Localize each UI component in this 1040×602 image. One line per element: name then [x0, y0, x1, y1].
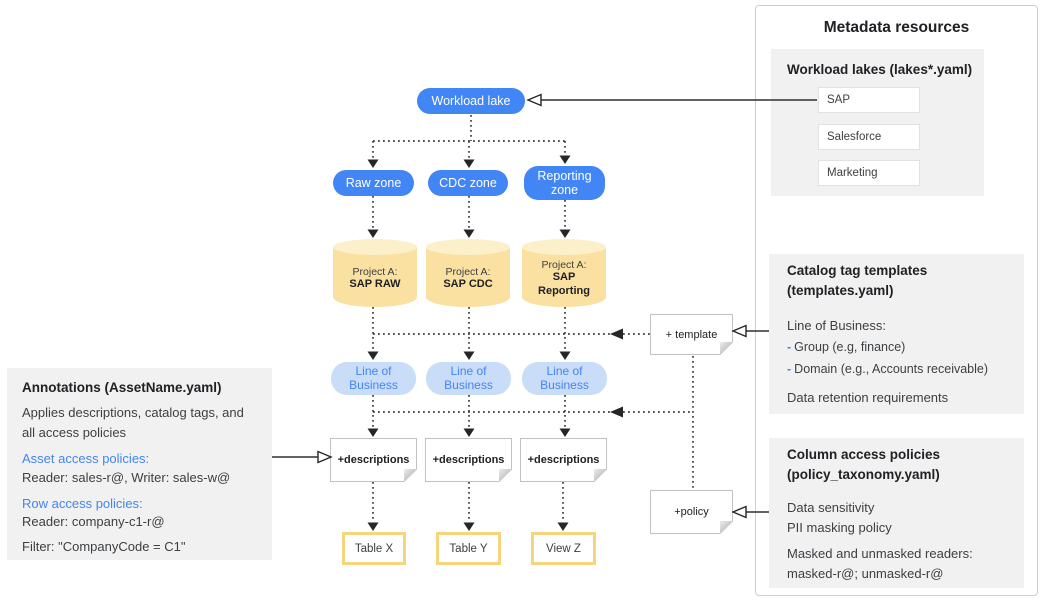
descriptions-label: +descriptions: [432, 454, 505, 466]
lake-item-salesforce: Salesforce: [818, 124, 920, 150]
bullet-dash: -: [787, 362, 792, 376]
lob-bullet-domain-text: Domain (e.g., Accounts receivable): [794, 362, 989, 376]
cylinder-body: [426, 247, 510, 307]
filter-value: Filter: "CompanyCode = C1": [22, 539, 186, 554]
cylinder-body: [522, 247, 606, 307]
table-x-node: Table X: [342, 532, 406, 565]
cylinder-top: [522, 239, 606, 255]
project-prefix: Project A:: [541, 259, 587, 272]
annotations-title: Annotations (AssetName.yaml): [22, 380, 222, 395]
annotations-description-line2: all access policies: [22, 425, 127, 440]
policy-note: +policy: [650, 490, 733, 534]
masked-readers-heading: Masked and unmasked readers:: [787, 546, 973, 561]
template-note: + template: [650, 314, 733, 355]
asset-access-policies-heading: Asset access policies:: [22, 451, 150, 466]
lob-bullet-domain: -Domain (e.g., Accounts receivable): [787, 362, 988, 376]
masked-readers-value: masked-r@; unmasked-r@: [787, 566, 944, 581]
lake-item-sap: SAP: [818, 87, 920, 113]
metadata-resources-panel: Metadata resources Workload lakes (lakes…: [755, 5, 1038, 596]
template-label: + template: [665, 328, 718, 341]
project-sap-cdc-cylinder: Project A: SAP CDC: [426, 239, 510, 307]
project-sap-raw-cylinder: Project A: SAP RAW: [333, 239, 417, 307]
column-policies-section: Column access policies (policy_taxonomy.…: [769, 438, 1024, 588]
descriptions-note-3: +descriptions: [520, 438, 607, 482]
folded-corner: [720, 342, 733, 355]
lob-bullet-group-text: Group (e.g, finance): [794, 340, 906, 354]
table-y-node: Table Y: [436, 532, 501, 565]
descriptions-label: +descriptions: [337, 454, 410, 466]
cylinder-body: [333, 247, 417, 307]
folded-corner: [499, 469, 512, 482]
cdc-zone-node: CDC zone: [428, 170, 508, 196]
data-retention-heading: Data retention requirements: [787, 390, 949, 405]
workload-lakes-heading: Workload lakes (lakes*.yaml): [787, 62, 973, 77]
view-z-node: View Z: [531, 532, 596, 565]
lob-bullet-group: -Group (e.g, finance): [787, 340, 905, 354]
lake-item-marketing: Marketing: [818, 160, 920, 186]
project-prefix: Project A:: [352, 266, 398, 279]
lob-tag-node-1: Line of Business: [331, 362, 416, 395]
project-name: SAP RAW: [349, 278, 401, 291]
lob-tag-node-3: Line of Business: [522, 362, 607, 395]
asset-access-policies-value: Reader: sales-r@, Writer: sales-w@: [22, 470, 231, 485]
descriptions-note-2: +descriptions: [425, 438, 512, 482]
data-sensitivity-heading: Data sensitivity: [787, 500, 875, 515]
bullet-dash: -: [787, 340, 792, 354]
raw-zone-node: Raw zone: [333, 170, 414, 196]
reporting-zone-node: Reporting zone: [524, 166, 605, 200]
cylinder-label: Project A: SAP Reporting: [522, 253, 606, 305]
lob-tag-node-2: Line of Business: [426, 362, 511, 395]
lob-template-heading: Line of Business:: [787, 318, 887, 333]
folded-corner: [404, 469, 417, 482]
descriptions-note-1: +descriptions: [330, 438, 417, 482]
catalog-templates-heading-line2: (templates.yaml): [787, 283, 894, 298]
row-access-policies-heading: Row access policies:: [22, 496, 143, 511]
policy-label: +policy: [674, 506, 709, 518]
data-sensitivity-value: PII masking policy: [787, 520, 892, 535]
workload-lake-node: Workload lake: [417, 88, 525, 114]
catalog-templates-heading-line1: Catalog tag templates: [787, 263, 928, 278]
row-access-policies-value: Reader: company-c1-r@: [22, 514, 165, 529]
annotations-description-line1: Applies descriptions, catalog tags, and: [22, 405, 244, 420]
folded-corner: [720, 521, 733, 534]
descriptions-label: +descriptions: [527, 454, 600, 466]
workload-lakes-section: Workload lakes (lakes*.yaml) SAP Salesfo…: [771, 49, 984, 196]
project-name: SAP CDC: [443, 278, 493, 291]
folded-corner: [594, 469, 607, 482]
annotations-panel: Annotations (AssetName.yaml) Applies des…: [7, 368, 272, 560]
catalog-templates-section: Catalog tag templates (templates.yaml) L…: [769, 254, 1024, 414]
column-policies-heading-line1: Column access policies: [787, 447, 941, 462]
cylinder-top: [426, 239, 510, 255]
column-policies-heading-line2: (policy_taxonomy.yaml): [787, 467, 940, 482]
project-prefix: Project A:: [445, 266, 491, 279]
metadata-resources-title: Metadata resources: [823, 19, 970, 36]
cylinder-label: Project A: SAP CDC: [426, 253, 510, 305]
project-name: SAP Reporting: [538, 271, 590, 297]
cylinder-label: Project A: SAP RAW: [333, 253, 417, 305]
project-sap-reporting-cylinder: Project A: SAP Reporting: [522, 239, 606, 307]
cylinder-top: [333, 239, 417, 255]
